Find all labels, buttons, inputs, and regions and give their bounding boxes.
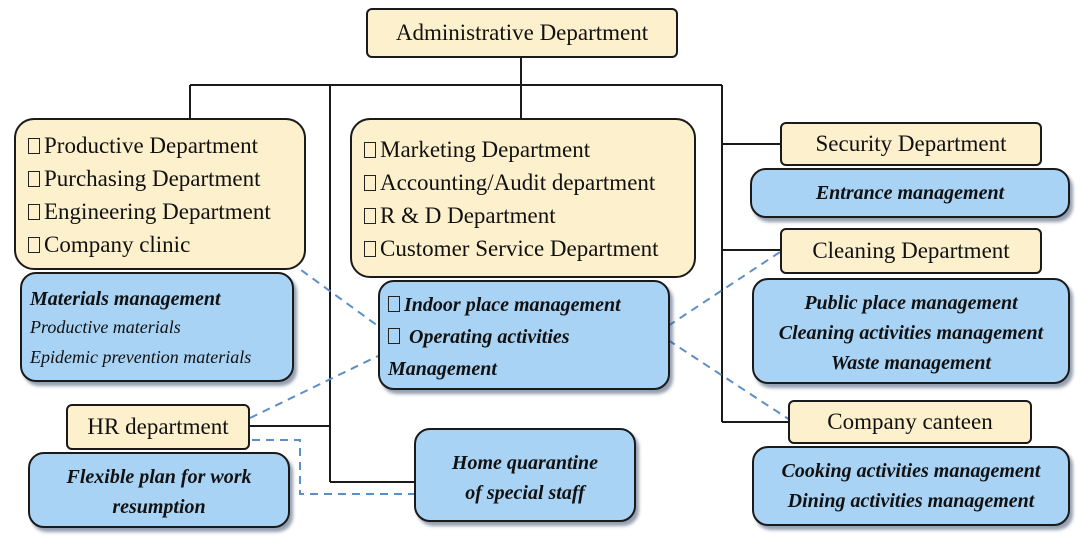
bullet-square-icon — [364, 142, 376, 158]
cleaning-task-box: Public place management Cleaning activit… — [752, 278, 1070, 384]
cleaning-department-box: Cleaning Department — [780, 228, 1042, 274]
group-item: Company clinic — [28, 231, 304, 258]
admin-department-box: Administrative Department — [366, 8, 678, 58]
hr-task: Flexible plan for work — [66, 466, 252, 488]
bullet-square-icon — [364, 208, 376, 224]
bullet-square-icon — [28, 171, 40, 187]
hr-task: resumption — [112, 496, 206, 518]
quarantine-task: Home quarantine — [451, 452, 599, 474]
bullet-square-icon — [364, 175, 376, 191]
middle-task: Indoor place management — [388, 290, 668, 320]
bullet-square-icon — [388, 328, 400, 344]
cleaning-department-title: Cleaning Department — [812, 238, 1010, 263]
bullet-square-icon — [28, 204, 40, 220]
bullet-square-icon — [28, 237, 40, 253]
canteen-task: Dining activities management — [787, 490, 1035, 512]
admin-department-title: Administrative Department — [395, 20, 649, 45]
left-department-group: Productive Department Purchasing Departm… — [14, 118, 306, 270]
hr-department-box: HR department — [66, 404, 250, 450]
cleaning-task: Public place management — [804, 292, 1018, 314]
group-item: Customer Service Department — [364, 235, 694, 262]
hr-department-title: HR department — [87, 414, 229, 439]
middle-task-box: Indoor place management Operating activi… — [378, 280, 670, 390]
dashed-hr-to-quarantine-line — [252, 439, 414, 495]
group-item: Accounting/Audit department — [364, 169, 694, 196]
middle-task: Operating activities — [388, 320, 668, 354]
quarantine-task-box: Home quarantine of special staff — [414, 428, 636, 522]
group-item: Purchasing Department — [28, 165, 304, 192]
dashed-left-to-mid-line — [289, 261, 379, 327]
bullet-square-icon — [364, 241, 376, 257]
security-task: Entrance management — [815, 182, 1005, 204]
middle-department-group: Marketing Department Accounting/Audit de… — [350, 118, 696, 278]
group-item: Marketing Department — [364, 136, 694, 163]
group-item: R & D Department — [364, 202, 694, 229]
quarantine-task: of special staff — [465, 482, 585, 504]
middle-task: Management — [388, 358, 497, 380]
security-department-title: Security Department — [815, 131, 1007, 156]
dashed-hr-to-mid-line — [249, 355, 379, 419]
canteen-task-box: Cooking activities management Dining act… — [752, 446, 1070, 526]
group-item: Productive Department — [28, 132, 304, 159]
materials-item: Epidemic prevention materials — [30, 347, 252, 367]
canteen-title: Company canteen — [827, 409, 993, 434]
materials-heading: Materials management — [30, 288, 221, 310]
cleaning-task: Waste management — [830, 352, 992, 374]
materials-task-box: Materials management Productive material… — [20, 272, 294, 382]
cleaning-task: Cleaning activities management — [778, 322, 1044, 344]
canteen-task: Cooking activities management — [781, 460, 1041, 482]
group-item: Engineering Department — [28, 198, 304, 225]
canteen-box: Company canteen — [788, 400, 1032, 444]
bullet-square-icon — [28, 138, 40, 154]
bullet-square-icon — [388, 296, 400, 312]
dashed-mid-to-canteen-line — [667, 339, 791, 421]
security-task-box: Entrance management — [750, 168, 1070, 218]
security-department-box: Security Department — [780, 122, 1042, 166]
hr-task-box: Flexible plan for work resumption — [28, 452, 290, 528]
materials-item: Productive materials — [30, 317, 181, 337]
